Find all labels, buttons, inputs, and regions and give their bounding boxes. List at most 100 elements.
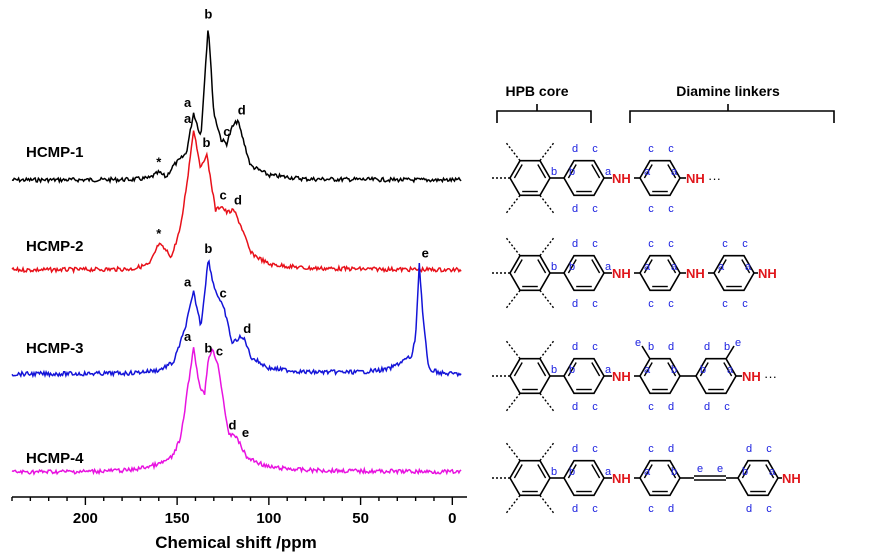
atom-label: b xyxy=(551,466,557,478)
atom-label: b xyxy=(700,364,706,376)
atom-label: c xyxy=(724,401,730,413)
continuation-dots: ··· xyxy=(764,369,777,384)
bracket-linkers xyxy=(629,104,835,123)
peak-label-c: c xyxy=(223,124,230,139)
atom-label: c xyxy=(766,503,772,515)
atom-label: a xyxy=(727,364,734,376)
peak-label-d: d xyxy=(229,418,237,433)
atom-label: a xyxy=(605,364,612,376)
atom-label: c xyxy=(648,503,654,515)
peak-label-d: d xyxy=(243,321,251,336)
series-label: HCMP-1 xyxy=(26,144,84,161)
atom-label: d xyxy=(572,341,578,353)
atom-label: d xyxy=(572,443,578,455)
x-tick-label: 50 xyxy=(352,510,369,527)
nh-group: NH xyxy=(612,471,631,486)
peak-label-a: a xyxy=(184,329,192,344)
atom-label: c xyxy=(722,298,728,310)
peak-label-a: a xyxy=(184,274,192,289)
atom-label: d xyxy=(572,503,578,515)
nh-group: NH xyxy=(686,266,705,281)
atom-label: b xyxy=(569,261,575,273)
atom-label: e xyxy=(735,337,741,349)
atom-label: a xyxy=(605,166,612,178)
atom-label: c xyxy=(668,203,674,215)
atom-label: d xyxy=(668,503,674,515)
series-label: HCMP-4 xyxy=(26,450,84,467)
nh-group: NH xyxy=(782,471,801,486)
atom-label: d xyxy=(572,143,578,155)
atom-label: b xyxy=(671,466,677,478)
atom-label: b xyxy=(551,166,557,178)
atom-label: a xyxy=(605,261,612,273)
peak-label-c: c xyxy=(216,344,223,359)
bracket-hpb xyxy=(496,104,592,123)
atom-label: a xyxy=(605,466,612,478)
nh-group: NH xyxy=(612,266,631,281)
x-axis-label: Chemical shift /ppm xyxy=(155,533,317,552)
atom-label: a xyxy=(644,466,651,478)
peak-label-a: a xyxy=(184,111,192,126)
atom-label: c xyxy=(648,143,654,155)
nh-group: NH xyxy=(742,369,761,384)
atom-label: d xyxy=(746,503,752,515)
atom-label: c xyxy=(648,443,654,455)
peak-label-e: e xyxy=(242,425,249,440)
peak-label-d: d xyxy=(234,192,242,207)
nh-group: NH xyxy=(758,266,777,281)
atom-label: c xyxy=(766,443,772,455)
nh-group: NH xyxy=(612,369,631,384)
atom-label: c xyxy=(592,341,598,353)
atom-label: e xyxy=(697,463,703,475)
atom-label: c xyxy=(648,203,654,215)
atom-label: b xyxy=(569,466,575,478)
atom-label: b xyxy=(569,364,575,376)
atom-label: c xyxy=(668,298,674,310)
atom-label: c xyxy=(592,503,598,515)
atom-label: d xyxy=(572,401,578,413)
atom-label: c xyxy=(668,143,674,155)
atom-label: b xyxy=(742,466,748,478)
series-line xyxy=(11,347,462,476)
x-tick-label: 150 xyxy=(165,510,190,527)
atom-label: b xyxy=(551,261,557,273)
series-line xyxy=(11,30,462,185)
atom-label: b xyxy=(551,364,557,376)
atom-label: b xyxy=(671,364,677,376)
atom-label: d xyxy=(746,443,752,455)
atom-label: a xyxy=(769,466,776,478)
atom-label: c xyxy=(592,443,598,455)
peak-label-b: b xyxy=(204,6,212,21)
peak-label-b: b xyxy=(202,135,210,150)
atom-label: d xyxy=(572,298,578,310)
peak-label-star: * xyxy=(156,226,162,241)
series-line xyxy=(11,259,462,379)
atom-label: e xyxy=(717,463,723,475)
peak-label-a: a xyxy=(184,95,192,110)
atom-label: a xyxy=(644,364,651,376)
atom-label: c xyxy=(648,401,654,413)
atom-label: b xyxy=(569,166,575,178)
atom-label: d xyxy=(704,401,710,413)
atom-label: c xyxy=(592,203,598,215)
header-diamine-linkers: Diamine linkers xyxy=(676,83,780,99)
peak-label-b: b xyxy=(204,341,212,356)
series-label: HCMP-3 xyxy=(26,340,84,357)
nh-group: NH xyxy=(686,171,705,186)
peak-label-c: c xyxy=(220,188,227,203)
peak-label-b: b xyxy=(204,241,212,256)
atom-label: a xyxy=(644,166,651,178)
nh-group: NH xyxy=(612,171,631,186)
